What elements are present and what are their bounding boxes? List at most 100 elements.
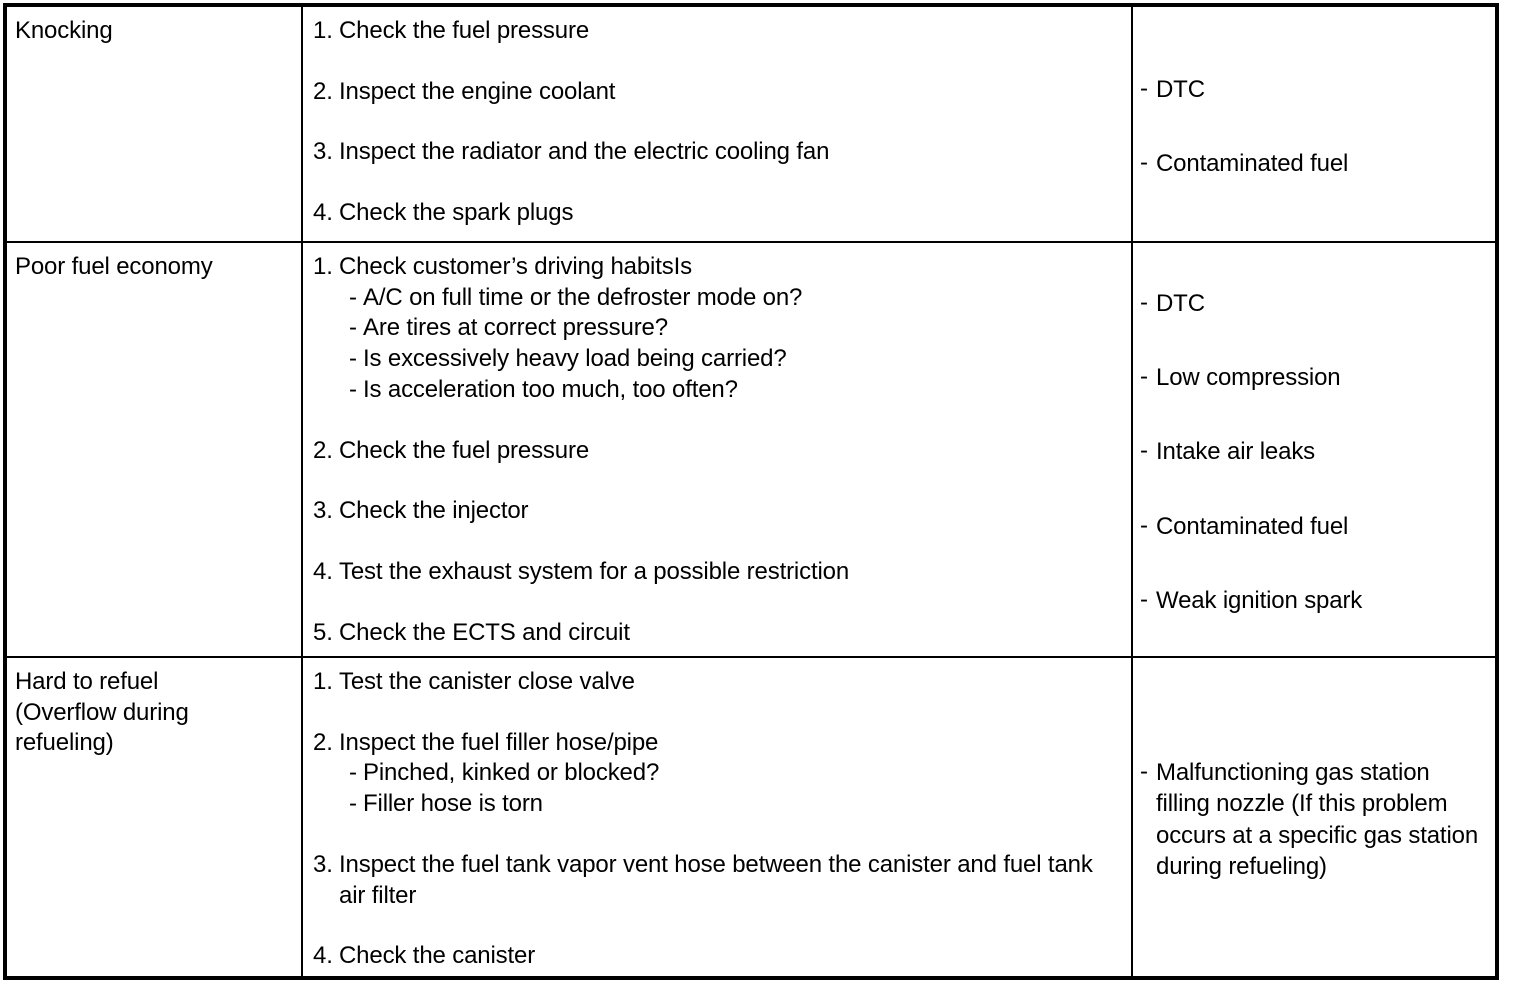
- steps-list: 1. Check the fuel pressure 2. Inspect th…: [303, 7, 1131, 233]
- step-item: 4. Check the spark plugs: [313, 198, 1125, 229]
- dash-bullet-icon: -: [349, 283, 357, 311]
- symptom-cell: Knocking: [4, 4, 303, 243]
- steps-cell: 1. Check customer’s driving habitsIs - A…: [301, 241, 1133, 658]
- causes-cell: - DTC - Contaminated fuel: [1131, 4, 1498, 243]
- spacer: [313, 820, 1125, 850]
- step-text: Check customer’s driving habitsIs: [339, 253, 692, 280]
- step-item: 1. Test the canister close valve: [313, 667, 1125, 698]
- step-number: 1.: [313, 668, 333, 695]
- step-text: Check the canister: [339, 942, 536, 970]
- dash-bullet-icon: -: [349, 790, 357, 818]
- symptom-line: (Overflow during: [15, 698, 189, 726]
- cause-item: - Malfunctioning gas station filling noz…: [1140, 757, 1489, 882]
- step-item: 1. Check the fuel pressure: [313, 16, 1125, 47]
- causes-list: - DTC - Low compression - Intake air lea…: [1133, 279, 1495, 620]
- step-text: Test the exhaust system for a possible r…: [339, 558, 850, 586]
- cause-item: - Weak ignition spark: [1140, 585, 1489, 616]
- step-number: 3.: [313, 850, 333, 878]
- sub-item: - Pinched, kinked or blocked?: [313, 758, 1125, 789]
- dash-bullet-icon: -: [1140, 289, 1148, 317]
- step-number: 1.: [313, 17, 333, 44]
- step-text: Inspect the fuel tank vapor vent hose be…: [339, 850, 1093, 909]
- cause-item: - Contaminated fuel: [1140, 511, 1489, 542]
- step-number: 4.: [313, 199, 333, 227]
- cause-text: DTC: [1156, 75, 1205, 103]
- cause-text: Intake air leaks: [1156, 438, 1316, 466]
- dash-bullet-icon: -: [349, 375, 357, 403]
- steps-list: 1. Test the canister close valve 2. Insp…: [303, 658, 1131, 976]
- symptom-line: Hard to refuel: [15, 668, 159, 695]
- steps-cell: 1. Test the canister close valve 2. Insp…: [301, 655, 1133, 980]
- step-text: Check the fuel pressure: [339, 17, 590, 44]
- table-row: Poor fuel economy 1. Check customer’s dr…: [4, 241, 1498, 658]
- step-text: Inspect the engine coolant: [339, 77, 616, 105]
- step-text: Inspect the fuel filler hose/pipe: [339, 728, 659, 756]
- step-text: Test the canister close valve: [339, 668, 635, 695]
- spacer: [313, 168, 1125, 198]
- step-item: 3. Check the injector: [313, 496, 1125, 527]
- step-text: Check the injector: [339, 497, 529, 525]
- table-row: Knocking 1. Check the fuel pressure 2. I…: [4, 4, 1498, 243]
- sub-item: - A/C on full time or the defroster mode…: [313, 283, 1125, 314]
- step-number: 5.: [313, 618, 333, 646]
- dash-bullet-icon: -: [1140, 437, 1148, 465]
- step-number: 4.: [313, 558, 333, 586]
- step-number: 3.: [313, 138, 333, 166]
- cause-text: Malfunctioning gas station filling nozzl…: [1156, 759, 1479, 880]
- step-text: Check the fuel pressure: [339, 436, 590, 464]
- step-number: 2.: [313, 77, 333, 105]
- steps-cell: 1. Check the fuel pressure 2. Inspect th…: [301, 4, 1133, 243]
- sub-item: - Filler hose is torn: [313, 789, 1125, 820]
- spacer: [313, 588, 1125, 618]
- spacer: [313, 47, 1125, 77]
- dash-bullet-icon: -: [349, 314, 357, 342]
- causes-cell: - DTC - Low compression - Intake air lea…: [1131, 241, 1498, 658]
- symptom-text: Poor fuel economy: [7, 243, 301, 287]
- table-row: Hard to refuel (Overflow during refuelin…: [4, 655, 1498, 980]
- dash-bullet-icon: -: [1140, 363, 1148, 391]
- cause-item: - Low compression: [1140, 362, 1489, 393]
- dash-bullet-icon: -: [1140, 758, 1148, 786]
- causes-list: - DTC - Contaminated fuel: [1133, 65, 1495, 183]
- symptom-line: Knocking: [15, 17, 113, 44]
- step-item: 2. Inspect the fuel filler hose/pipe: [313, 728, 1125, 759]
- cause-text: Contaminated fuel: [1156, 512, 1349, 540]
- steps-list: 1. Check customer’s driving habitsIs - A…: [303, 243, 1131, 652]
- step-number: 3.: [313, 497, 333, 525]
- sub-text: Filler hose is torn: [363, 790, 543, 818]
- step-number: 1.: [313, 253, 333, 280]
- sub-text: Is excessively heavy load being carried?: [363, 345, 787, 373]
- sub-text: Is acceleration too much, too often?: [363, 375, 738, 403]
- spacer: [313, 698, 1125, 728]
- sub-text: A/C on full time or the defroster mode o…: [363, 283, 803, 311]
- symptom-text: Hard to refuel (Overflow during refuelin…: [7, 658, 301, 763]
- spacer: [313, 406, 1125, 436]
- spacer: [313, 527, 1125, 557]
- spacer: [313, 911, 1125, 941]
- spacer: [313, 107, 1125, 137]
- dash-bullet-icon: -: [349, 759, 357, 787]
- sub-item: - Is excessively heavy load being carrie…: [313, 344, 1125, 375]
- step-number: 4.: [313, 942, 333, 970]
- step-item: 5. Check the ECTS and circuit: [313, 618, 1125, 649]
- cause-item: - DTC: [1140, 288, 1489, 319]
- step-item: 4. Check the canister: [313, 941, 1125, 972]
- step-item: 2. Check the fuel pressure: [313, 436, 1125, 467]
- cause-text: Contaminated fuel: [1156, 150, 1349, 177]
- symptom-line: Poor fuel economy: [15, 253, 213, 280]
- symptom-cell: Hard to refuel (Overflow during refuelin…: [4, 655, 303, 980]
- dash-bullet-icon: -: [1140, 585, 1148, 613]
- spacer: [313, 466, 1125, 496]
- sub-item: - Are tires at correct pressure?: [313, 313, 1125, 344]
- cause-item: - Intake air leaks: [1140, 436, 1489, 467]
- sub-text: Are tires at correct pressure?: [363, 314, 668, 342]
- step-number: 2.: [313, 728, 333, 756]
- step-item: 3. Inspect the radiator and the electric…: [313, 137, 1125, 168]
- causes-list: - Malfunctioning gas station filling noz…: [1133, 748, 1495, 886]
- cause-text: Weak ignition spark: [1156, 586, 1363, 614]
- step-item: 3. Inspect the fuel tank vapor vent hose…: [313, 850, 1125, 911]
- dash-bullet-icon: -: [1140, 74, 1148, 102]
- sub-item: - Is acceleration too much, too often?: [313, 375, 1125, 406]
- step-text: Check the ECTS and circuit: [339, 618, 630, 646]
